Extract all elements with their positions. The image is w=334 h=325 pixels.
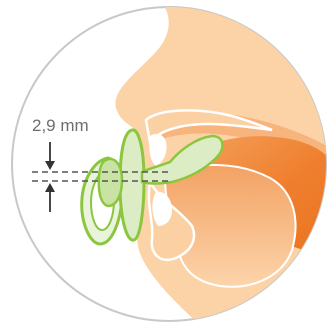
pacifier-shield	[120, 130, 144, 240]
pacifier-knob	[99, 159, 122, 206]
measurement-label: 2,9 mm	[32, 116, 89, 135]
